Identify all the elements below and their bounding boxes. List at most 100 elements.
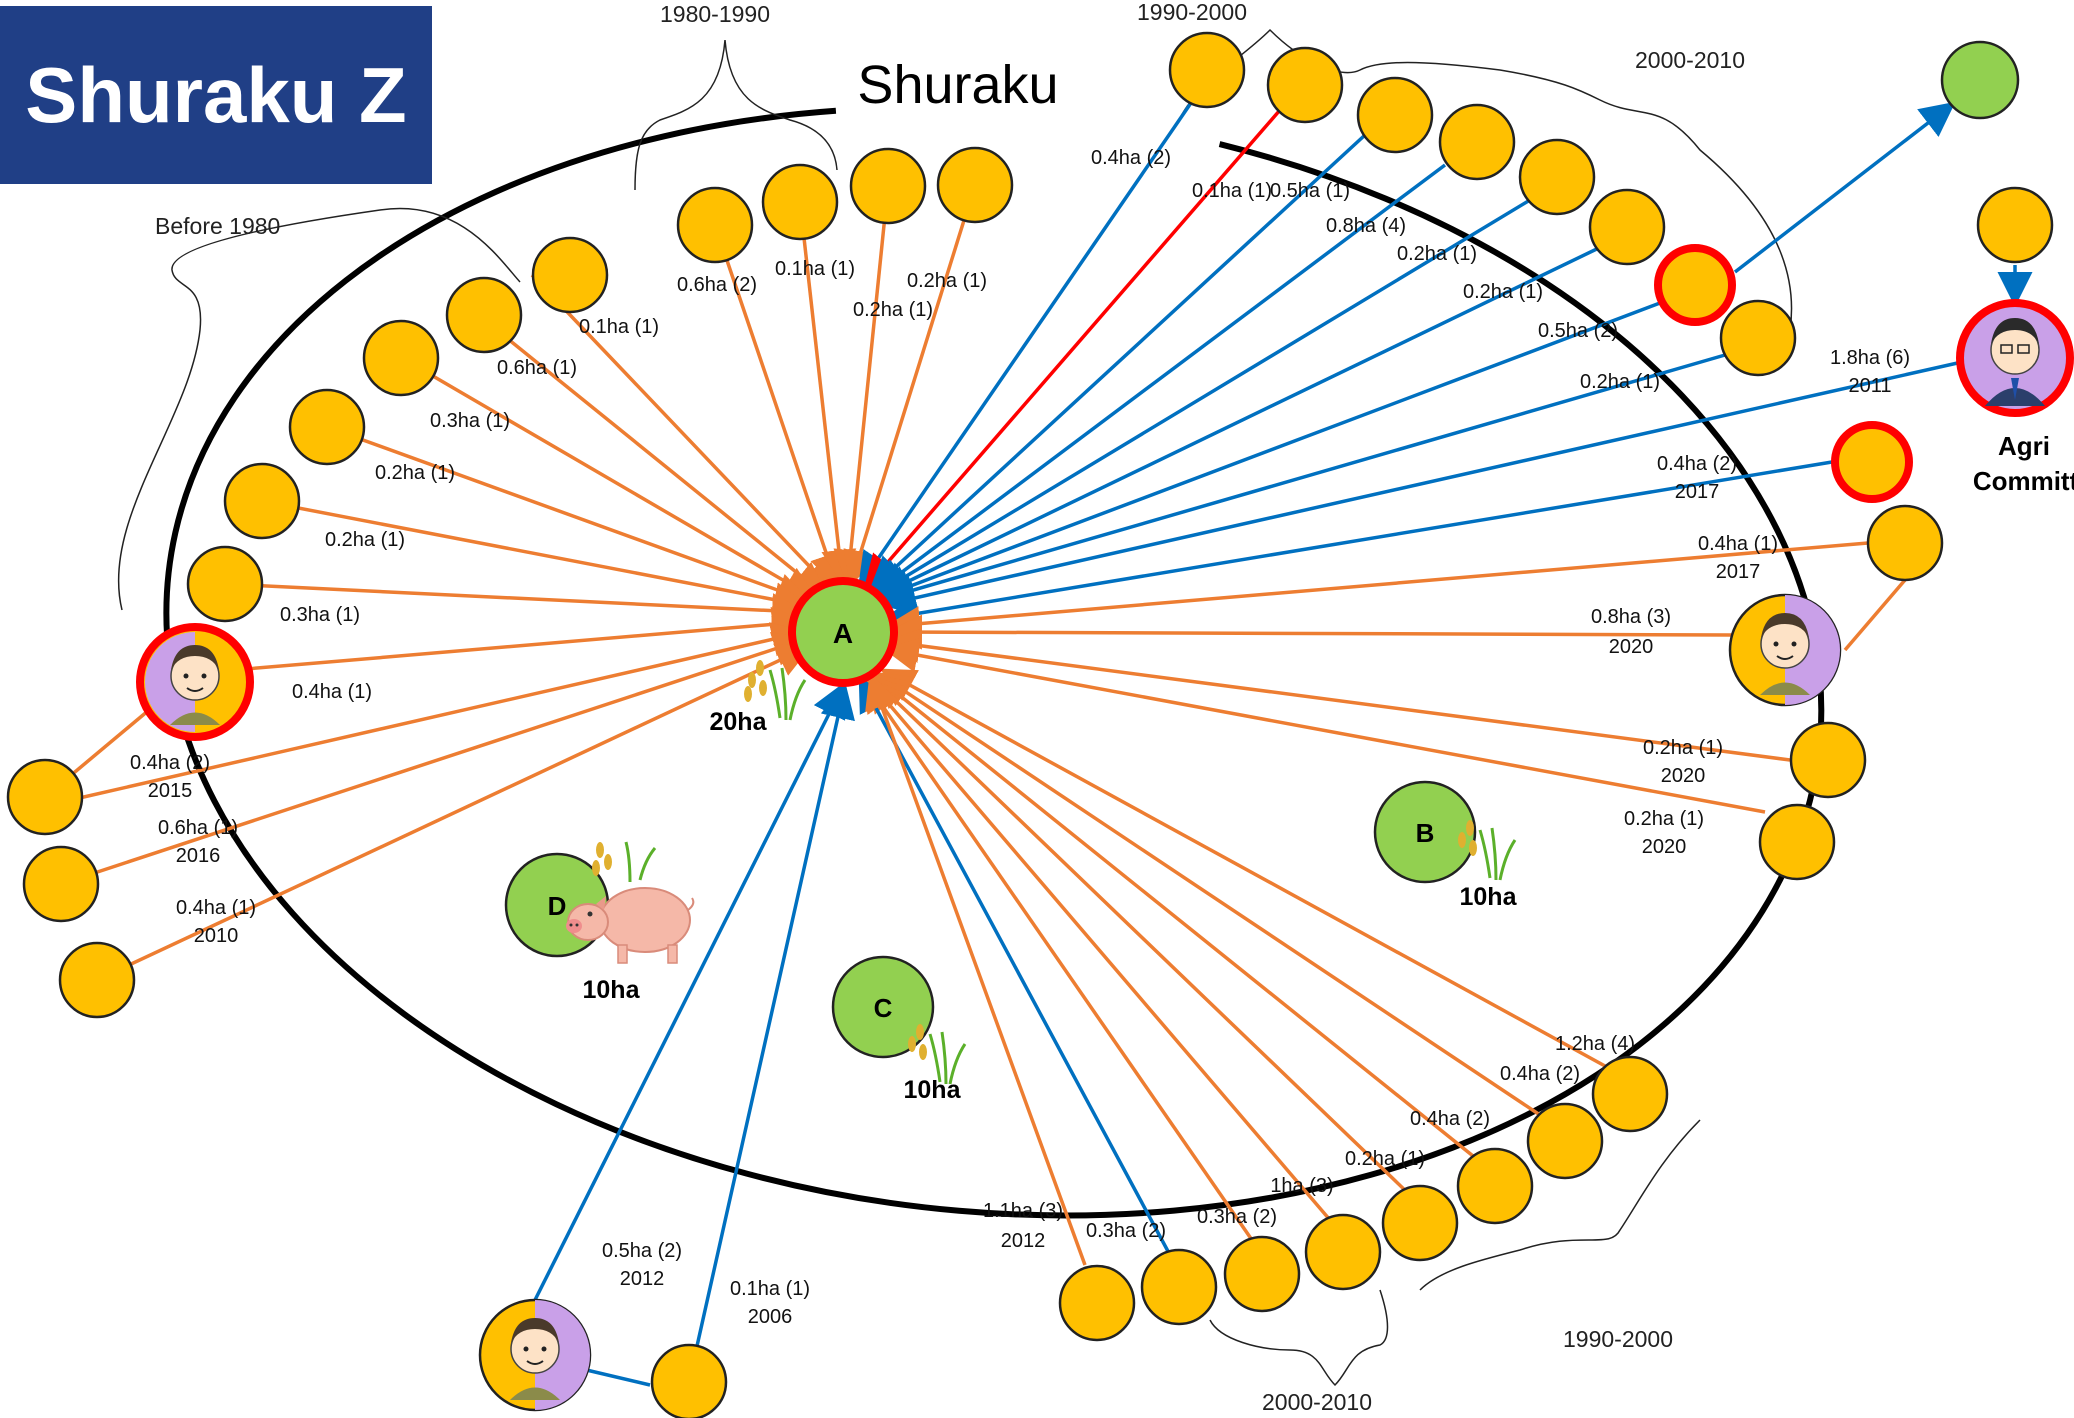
edge-label: 0.4ha (2) xyxy=(1410,1108,1490,1130)
landowner-node-highlighted xyxy=(1831,421,1913,503)
flow-red xyxy=(863,108,1282,591)
edge-label: 0.3ha (1) xyxy=(280,604,360,626)
flow-orange xyxy=(96,644,813,982)
edge-label: 0.3ha (2) xyxy=(1197,1206,1277,1228)
edge-label: 1.1ha (3) xyxy=(983,1200,1063,1222)
edge-label: 0.2ha (1) xyxy=(853,299,933,321)
farmer-label: C xyxy=(874,993,893,1023)
flow-blue xyxy=(881,360,1963,615)
edge-label: 0.4ha (1) xyxy=(292,681,372,703)
edge-label: 0.2ha (1) xyxy=(1397,243,1477,265)
flow-blue xyxy=(858,675,1172,1256)
edge-label-year: 2006 xyxy=(748,1306,793,1328)
edge-label-year: 2020 xyxy=(1642,836,1687,858)
flow-blue xyxy=(872,163,1447,595)
edge-label-year: 2020 xyxy=(1609,636,1654,658)
flow-orange xyxy=(879,668,1606,1068)
flow-orange xyxy=(843,184,977,587)
flow-orange xyxy=(883,637,1766,814)
edge-label: 0.2ha (1) xyxy=(1580,371,1660,393)
edge-label: 0.4ha (2) xyxy=(1657,453,1737,475)
flow-orange xyxy=(74,622,807,801)
flow-orange xyxy=(233,606,807,672)
edge-label-year: 2016 xyxy=(176,845,221,867)
farmer-label: A xyxy=(833,618,853,649)
landowner-node xyxy=(6,758,84,836)
pig-icon xyxy=(566,887,695,964)
agri-committee-label: Agri xyxy=(1998,431,2050,461)
flow-orange xyxy=(480,316,828,598)
flow-orange xyxy=(713,224,844,589)
grain-icon xyxy=(744,660,767,702)
landowner-node xyxy=(531,236,609,314)
flow-blue xyxy=(1733,101,1956,274)
rice-plant-icon xyxy=(1478,827,1517,881)
landowner-node xyxy=(1588,188,1666,266)
landowner-node xyxy=(186,545,264,623)
edge-label-year: 2012 xyxy=(620,1268,665,1290)
edge-label: 0.2ha (1) xyxy=(1345,1148,1425,1170)
edge-label: 0.2ha (1) xyxy=(325,529,405,551)
period-label-1980-1990: 1980-1990 xyxy=(660,1,770,27)
period-braces xyxy=(117,28,1793,1387)
flow-blue xyxy=(874,198,1531,596)
edge-label: 1.8ha (6) xyxy=(1830,347,1910,369)
person-node-left xyxy=(136,623,254,741)
edge-label: 0.2ha (1) xyxy=(907,270,987,292)
landowner-node xyxy=(1140,1248,1218,1326)
landowner-node xyxy=(849,147,927,225)
edge-label: 0.2ha (1) xyxy=(1463,281,1543,303)
rice-plant-icon xyxy=(624,841,657,883)
shuraku-label: Shuraku xyxy=(857,55,1058,115)
flow-blue xyxy=(883,460,1833,631)
flow-orange xyxy=(865,676,1332,1222)
landowner-node xyxy=(1266,46,1344,124)
landowner-node xyxy=(1719,299,1797,377)
agri-committee-person xyxy=(1956,299,2074,417)
edge-label-year: 2012 xyxy=(1001,1230,1046,1252)
edge-label: 0.1ha (1) xyxy=(579,316,659,338)
flow-blue xyxy=(879,353,1726,608)
farmer-label: D xyxy=(548,891,567,921)
landowner-node xyxy=(761,163,839,241)
flow-orange xyxy=(798,201,857,585)
rice-plant-icon xyxy=(768,667,807,721)
flow-orange xyxy=(224,582,807,629)
edge-label: 1.2ha (4) xyxy=(1555,1033,1635,1055)
farmer-area: 10ha xyxy=(583,976,641,1004)
edge-label-year: 2010 xyxy=(194,925,239,947)
flow-blue xyxy=(877,298,1669,603)
flow-blue xyxy=(858,99,1195,588)
flow-orange xyxy=(60,632,809,886)
landowner-node xyxy=(1223,1235,1301,1313)
landowner-node xyxy=(1058,1264,1136,1342)
edge-label-year: 2011 xyxy=(1848,375,1891,397)
flow-blue xyxy=(693,683,855,1356)
edge-label: 0.3ha (2) xyxy=(1086,1220,1166,1242)
flow-orange xyxy=(868,675,1412,1197)
flow-orange xyxy=(1843,578,1907,652)
flow-orange xyxy=(887,614,1733,650)
landowner-node xyxy=(1518,138,1596,216)
edge-label: 0.5ha (2) xyxy=(1538,320,1618,342)
flow-orange xyxy=(872,673,1480,1162)
edge-label: 0.1ha (1) xyxy=(775,258,855,280)
landowner-node xyxy=(1758,803,1836,881)
flow-arrows xyxy=(43,99,2033,1387)
landowner-node xyxy=(1356,76,1434,154)
edge-label: 0.4ha (2) xyxy=(130,752,210,774)
agri-committee-label: Committee xyxy=(1973,466,2074,496)
flow-blue xyxy=(577,1366,651,1387)
edge-label: 0.8ha (3) xyxy=(1591,606,1671,628)
landowner-nodes xyxy=(6,31,2054,1418)
period-label-2000-2010-bottom: 2000-2010 xyxy=(1262,1389,1372,1415)
farmer-C: C 10ha xyxy=(831,955,967,1104)
flow-blue xyxy=(875,243,1606,598)
landowner-node xyxy=(288,388,366,466)
farmer-area: 10ha xyxy=(904,1076,962,1104)
landowner-node xyxy=(650,1343,728,1418)
flow-orange xyxy=(865,673,1087,1266)
person-node-bottom xyxy=(478,1298,592,1412)
edge-label: 0.4ha (1) xyxy=(1698,533,1778,555)
